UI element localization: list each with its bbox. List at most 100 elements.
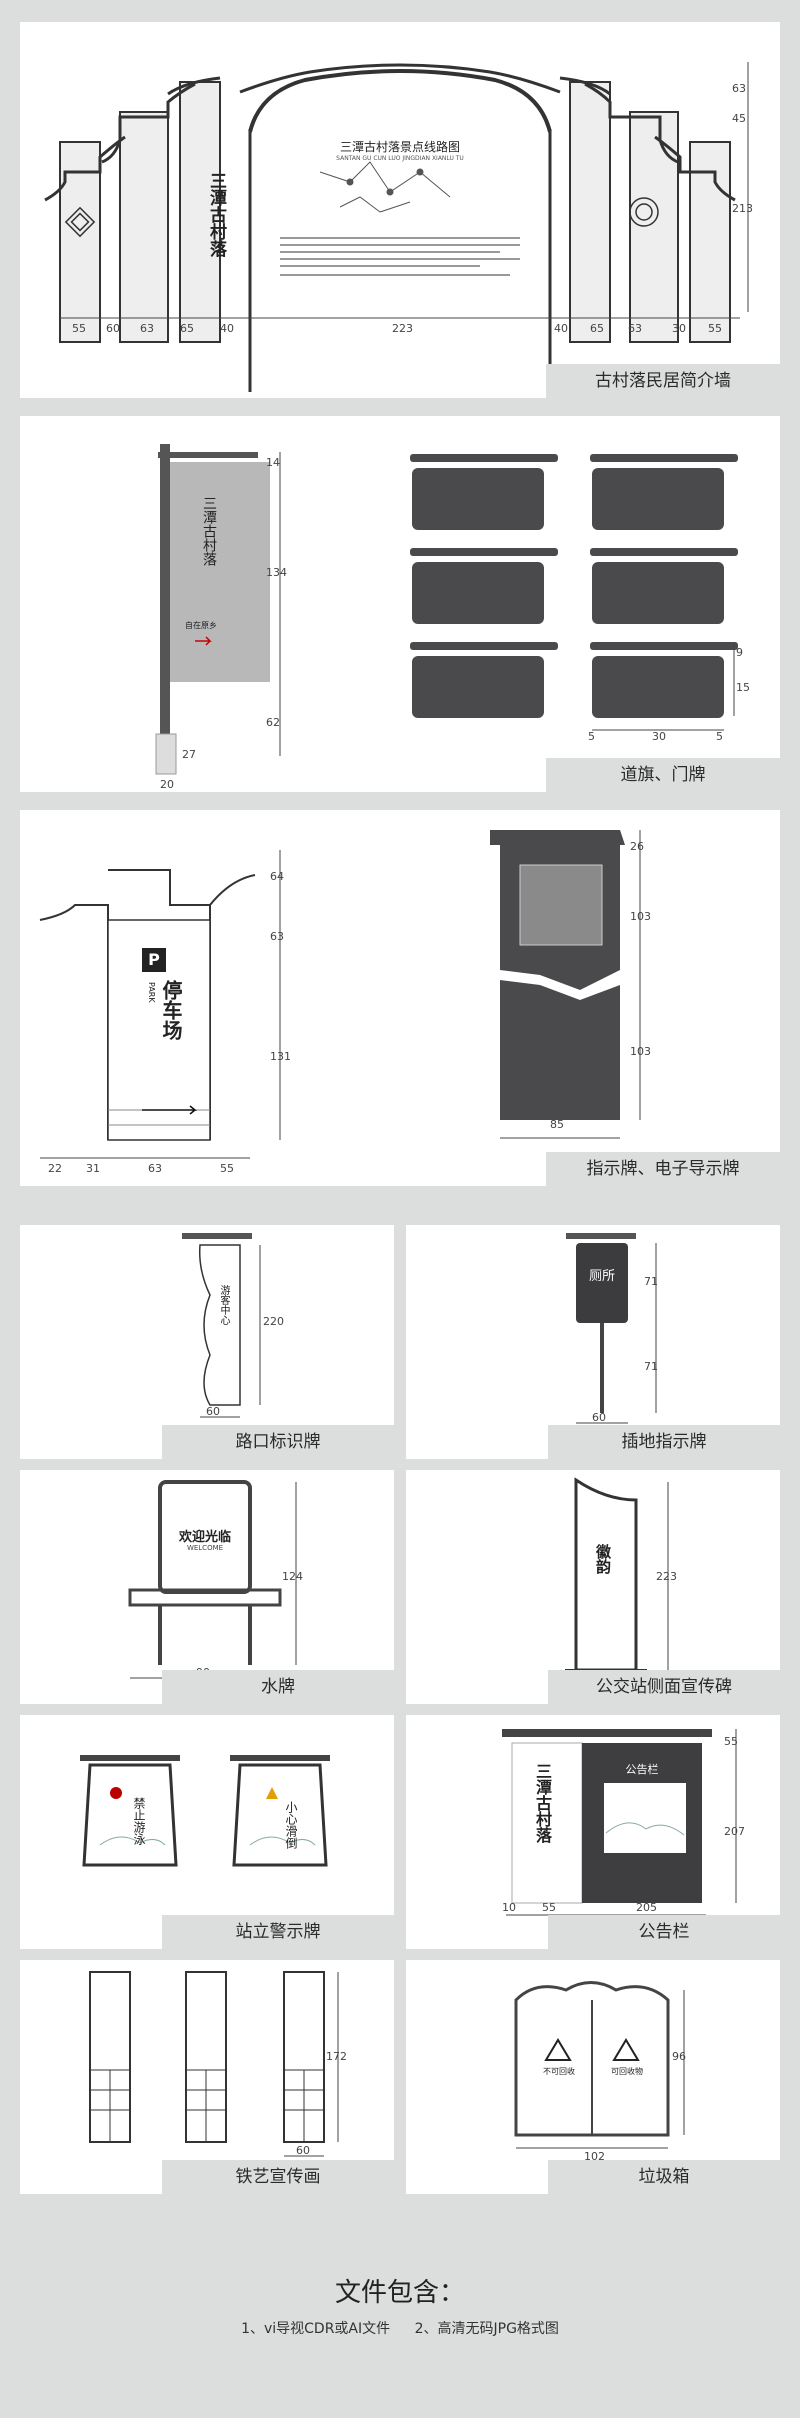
water-sign-dim-h: 124 bbox=[282, 1570, 303, 1583]
warning-sign-drawing bbox=[80, 1755, 330, 1867]
section-label-intro-wall: 古村落民居简介墙 bbox=[546, 364, 780, 398]
section-label-water-sign: 水牌 bbox=[162, 1670, 394, 1704]
svg-text:63: 63 bbox=[140, 322, 154, 335]
svg-text:65: 65 bbox=[590, 322, 604, 335]
bulletin-dim-b1: 55 bbox=[542, 1901, 556, 1914]
panel-warning-sign: 禁止游泳 小心滑倒 站立警示牌 bbox=[20, 1715, 394, 1949]
svg-text:27: 27 bbox=[182, 748, 196, 761]
panel-road-sign: 220 60 游客中心 路口标识牌 bbox=[20, 1225, 394, 1459]
section-label-warning-sign: 站立警示牌 bbox=[162, 1915, 394, 1949]
flags-drawing: 14 134 62 27 20 9 15 5 30 5 bbox=[155, 444, 750, 791]
section-label-trash-bin: 垃圾箱 bbox=[548, 2160, 780, 2194]
sign-base-2: 5 bbox=[716, 730, 723, 743]
sign-base-1: 30 bbox=[652, 730, 666, 743]
intro-wall-drawing: 55 60 63 65 40 223 40 65 63 30 55 63 45 … bbox=[44, 62, 753, 392]
panel-trash-bin: 96 102 不可回收 可回收物 垃圾箱 bbox=[406, 1960, 780, 2194]
arch-title: 三潭古村落景点线路图 bbox=[339, 140, 460, 154]
svg-text:62: 62 bbox=[266, 716, 280, 729]
dim-right-1: 45 bbox=[732, 112, 746, 125]
road-sign-dim-w: 60 bbox=[206, 1405, 220, 1418]
ground-sign-text: 厕所 bbox=[588, 1269, 615, 1284]
sign-base-0: 5 bbox=[588, 730, 595, 743]
trash-bin-dim-w: 102 bbox=[584, 2150, 605, 2163]
bus-stele-text: 徽韵 bbox=[594, 1544, 612, 1574]
section-label-bus-stele: 公交站侧面宣传碑 bbox=[548, 1670, 780, 1704]
ground-sign-drawing: 71 71 60 bbox=[566, 1233, 658, 1424]
sign-dim-1: 15 bbox=[736, 681, 750, 694]
svg-text:63: 63 bbox=[628, 322, 642, 335]
guide-dim-b0: 22 bbox=[48, 1162, 62, 1175]
trash-bin-dim-h: 96 bbox=[672, 2050, 686, 2063]
park-en: PARK bbox=[147, 982, 156, 1003]
dim-right-0: 63 bbox=[732, 82, 746, 95]
pillar-text: 三潭古村落 bbox=[206, 172, 226, 257]
ground-sign-dim-1: 71 bbox=[644, 1360, 658, 1373]
kiosk-dim-0: 26 bbox=[630, 840, 644, 853]
svg-text:65: 65 bbox=[180, 322, 194, 335]
bus-stele-dim-h: 223 bbox=[656, 1570, 677, 1583]
flag-subtext: 自在原乡 bbox=[185, 621, 217, 630]
bulletin-dim-0: 55 bbox=[724, 1735, 738, 1748]
svg-text:40: 40 bbox=[554, 322, 568, 335]
guide-drawing: 64 63 131 22 31 63 55 26 103 103 85 bbox=[39, 830, 651, 1175]
panel-iron-art: 172 60 铁艺宣传画 bbox=[20, 1960, 394, 2194]
guide-dim-b3: 55 bbox=[220, 1162, 234, 1175]
section-label-guide: 指示牌、电子导示牌 bbox=[546, 1152, 780, 1186]
footer-item-2: 2、高清无码JPG格式图 bbox=[414, 2321, 559, 2337]
bin-label-1: 不可回收 bbox=[543, 2067, 575, 2076]
kiosk-dim-1: 103 bbox=[630, 910, 651, 923]
svg-text:30: 30 bbox=[672, 322, 686, 335]
panel-water-sign: 124 90 欢迎光临 WELCOME 水牌 bbox=[20, 1470, 394, 1704]
section-label-flags: 道旗、门牌 bbox=[546, 758, 780, 792]
arch-subtitle: SANTAN GU CUN LUO JINGDIAN XIANLU TU bbox=[336, 155, 464, 162]
road-sign-text: 游客中心 bbox=[218, 1285, 229, 1325]
footer-item-1: 1、vi导视CDR或AI文件 bbox=[241, 2321, 391, 2337]
ground-sign-dim-0: 71 bbox=[644, 1275, 658, 1288]
park-text: 停车场 bbox=[159, 980, 183, 1040]
panel-guide-signs: 64 63 131 22 31 63 55 26 103 103 85 P 停车… bbox=[20, 810, 780, 1186]
footer-title: 文件包含： bbox=[334, 2278, 465, 2308]
bulletin-dim-b0: 10 bbox=[502, 1901, 516, 1914]
svg-text:40: 40 bbox=[220, 322, 234, 335]
svg-text:55: 55 bbox=[708, 322, 722, 335]
bulletin-drawing: 55 207 10 55 205 bbox=[502, 1729, 745, 1916]
svg-text:14: 14 bbox=[266, 456, 280, 469]
dim-right-2: 213 bbox=[732, 202, 753, 215]
footer-items: 1、vi导视CDR或AI文件 2、高清无码JPG格式图 bbox=[0, 2318, 800, 2338]
section-label-bulletin: 公告栏 bbox=[548, 1915, 780, 1949]
svg-text:223: 223 bbox=[392, 322, 413, 335]
kiosk-dim-2: 103 bbox=[630, 1045, 651, 1058]
panel-bulletin: 55 207 10 55 205 公告栏 三潭古村落 公告栏 bbox=[406, 1715, 780, 1949]
water-sign-drawing: 124 90 bbox=[128, 1480, 303, 1679]
panel-intro-wall: 55 60 63 65 40 223 40 65 63 30 55 63 45 … bbox=[20, 22, 780, 398]
sign-dim-0: 9 bbox=[736, 646, 743, 659]
panel-flags-doorplates: 14 134 62 27 20 9 15 5 30 5 三潭古村落 自在原乡 道… bbox=[20, 416, 780, 792]
section-label-iron-art: 铁艺宣传画 bbox=[162, 2160, 394, 2194]
ground-sign-dim-w: 60 bbox=[592, 1411, 606, 1424]
water-sign-title: 欢迎光临 bbox=[178, 1530, 231, 1545]
bulletin-dim-1: 207 bbox=[724, 1825, 745, 1838]
road-sign-drawing: 220 60 bbox=[182, 1233, 284, 1418]
guide-dim-0: 64 bbox=[270, 870, 284, 883]
guide-dim-1: 63 bbox=[270, 930, 284, 943]
flag-dims: 14 134 62 27 20 bbox=[160, 456, 287, 791]
iron-art-dim-h: 172 bbox=[326, 2050, 347, 2063]
park-letter: P bbox=[148, 950, 160, 969]
water-sign-sub: WELCOME bbox=[186, 1544, 224, 1552]
section-label-road-sign: 路口标识牌 bbox=[162, 1425, 394, 1459]
flag-text: 三潭古村落 bbox=[201, 496, 217, 566]
bulletin-title: 公告栏 bbox=[625, 1763, 659, 1776]
warning-sign-1: 禁止游泳 bbox=[132, 1797, 146, 1845]
guide-dim-2: 131 bbox=[270, 1050, 291, 1063]
trash-bin-drawing: 96 102 bbox=[514, 1981, 686, 2163]
bulletin-side-text: 三潭古村落 bbox=[533, 1763, 552, 1843]
kiosk-width: 85 bbox=[550, 1118, 564, 1131]
bin-label-2: 可回收物 bbox=[611, 2067, 643, 2076]
svg-text:60: 60 bbox=[106, 322, 120, 335]
svg-text:134: 134 bbox=[266, 566, 287, 579]
section-label-ground-sign: 插地指示牌 bbox=[548, 1425, 780, 1459]
warning-sign-2: 小心滑倒 bbox=[284, 1801, 298, 1849]
door-signs bbox=[410, 454, 738, 718]
bulletin-dim-b2: 205 bbox=[636, 1901, 657, 1914]
iron-art-dim-w: 60 bbox=[296, 2144, 310, 2157]
